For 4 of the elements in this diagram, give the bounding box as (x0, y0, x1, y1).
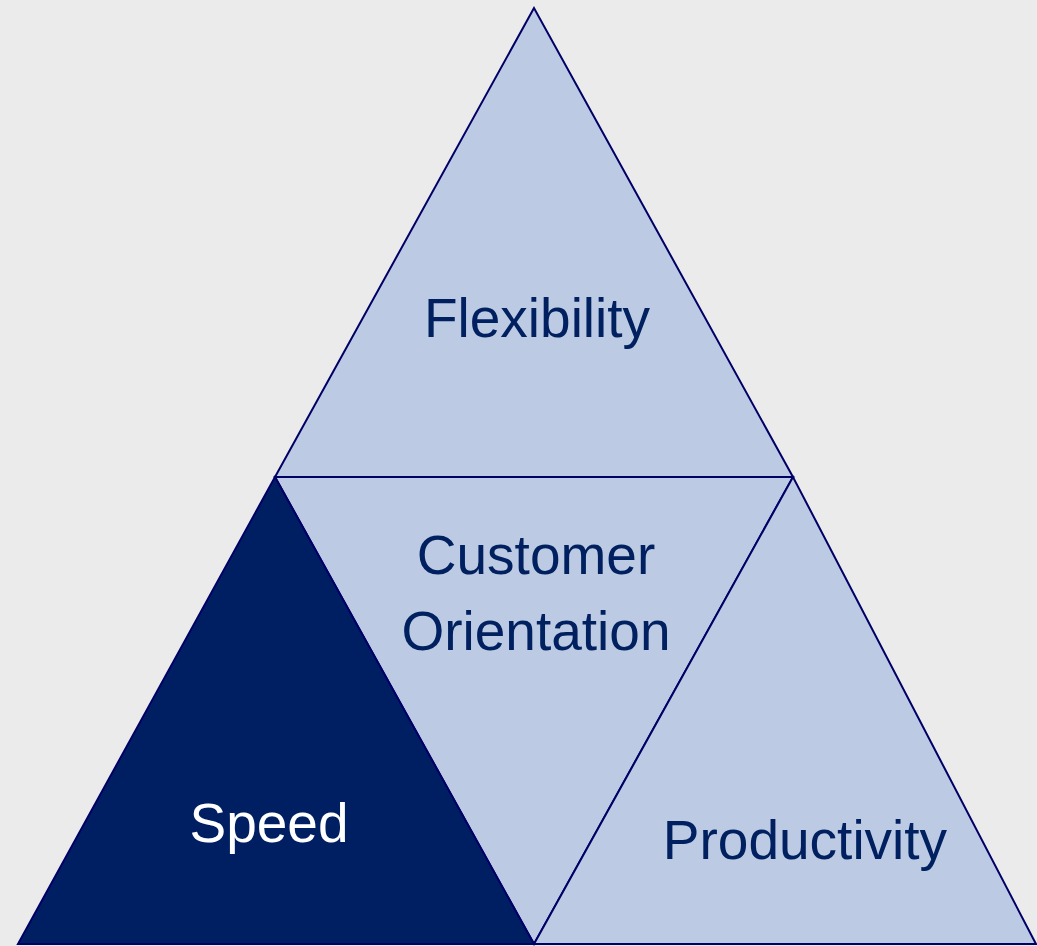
segment-label: Speed (188, 791, 350, 856)
segment-label: Productivity (661, 808, 949, 873)
segment-label: Customer Orientation (400, 523, 672, 664)
segment-label: Flexibility (422, 286, 652, 351)
